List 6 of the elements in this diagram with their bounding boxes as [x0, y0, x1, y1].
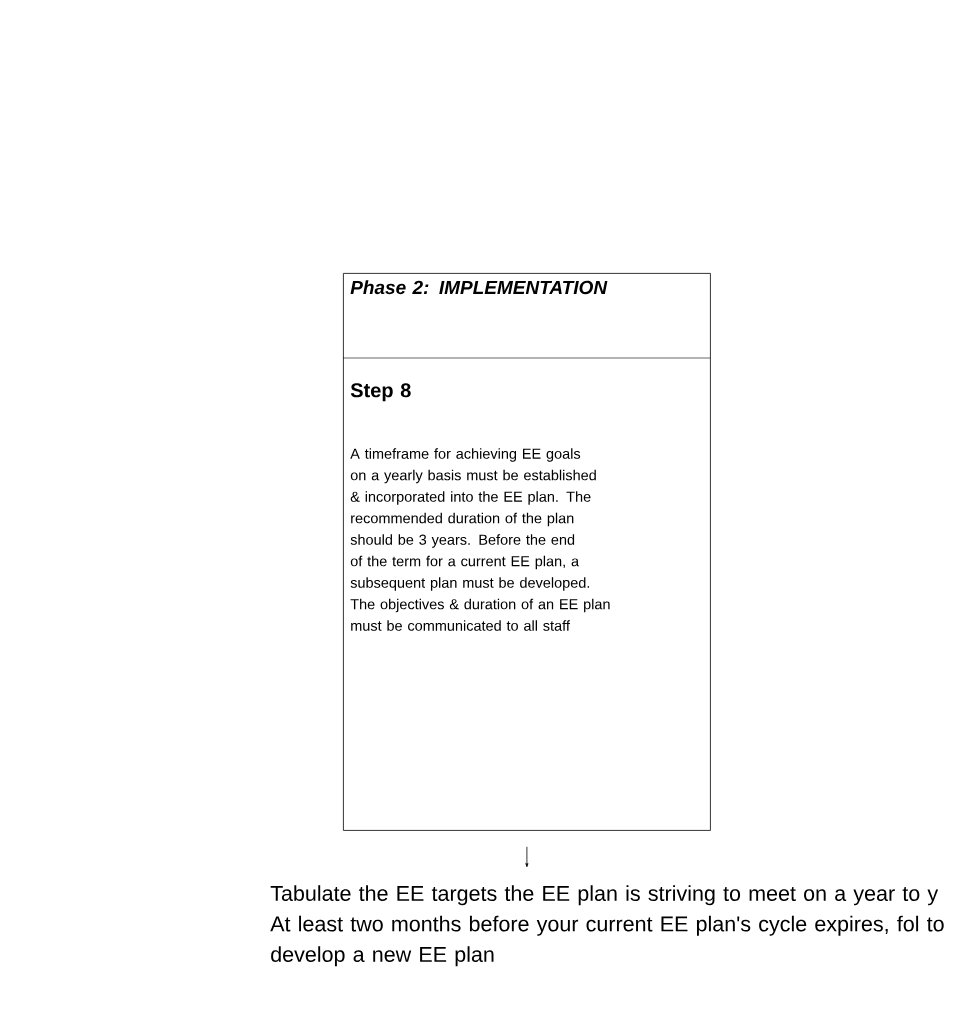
step-heading: Step 8: [350, 383, 411, 402]
phase-heading: Phase 2: IMPLEMENTATION: [350, 280, 608, 295]
step-card: [342, 273, 711, 831]
step-description: A timeframe for achieving EE goals on a yearly basis must be established & incorporated into the EE plan. The recommended duration of the plan should be 3 years. Before the end of the term for a current EE plan, a subsequent plan must be developed. The objectives & duration of an EE plan must be communicated to all staff: [350, 448, 610, 631]
instruction-text: Tabulate the EE targets the EE plan is striving to meet on a year to y At least two months before your current EE plan's cycle expires, fol to develop a new EE plan: [270, 885, 944, 967]
arrow: [525, 846, 529, 868]
